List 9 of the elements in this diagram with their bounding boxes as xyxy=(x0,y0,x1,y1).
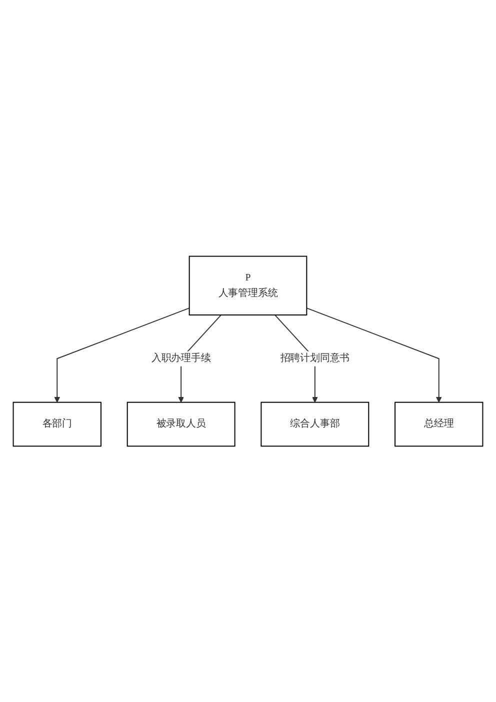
node-box: 总经理 xyxy=(394,402,484,446)
node-box: 综合人事部 xyxy=(260,402,370,446)
edge-label: 入职办理手续 xyxy=(151,352,211,364)
node-box: 被录取人员 xyxy=(126,402,236,446)
node-box: 各部门 xyxy=(12,402,102,446)
arrow xyxy=(306,307,442,402)
edge-label: 招聘计划同意书 xyxy=(280,352,350,364)
node-box: P 人事管理系统 xyxy=(188,256,308,316)
arrow xyxy=(54,307,190,402)
